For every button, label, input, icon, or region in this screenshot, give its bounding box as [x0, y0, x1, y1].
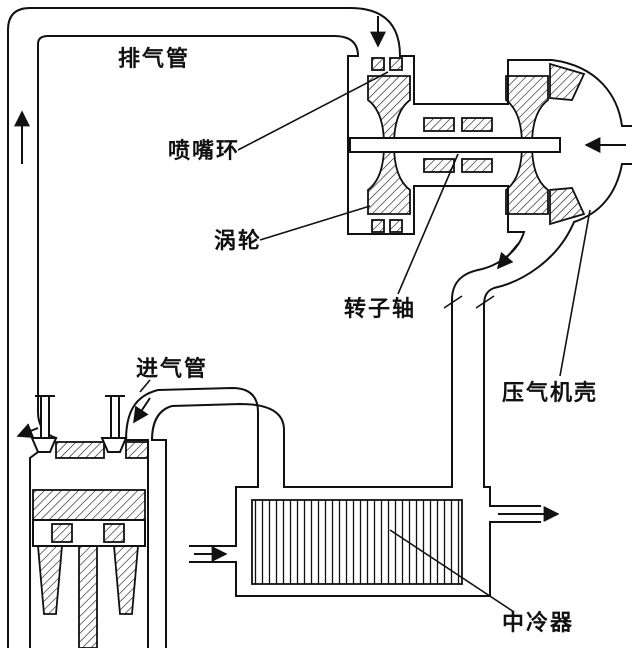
cylinder-wall-right: [125, 439, 167, 648]
bearing-block: [461, 158, 493, 173]
intercooler: [189, 486, 560, 597]
coolant-outlet-stub: [489, 505, 541, 523]
label-turbine: 涡轮: [214, 228, 262, 253]
compressor-housing-outlet-inner: [451, 185, 526, 488]
label-exhaust-pipe: 排气管: [118, 46, 190, 71]
label-nozzle-ring: 喷嘴环: [168, 138, 240, 163]
connecting-rod: [78, 545, 98, 648]
nozzle-ring-segment: [371, 219, 385, 233]
bearing-block: [423, 117, 455, 132]
bearing-block: [461, 117, 493, 132]
compressor-volute-section: [549, 62, 586, 101]
label-intercooler: 中冷器: [502, 610, 574, 635]
piston-pin-boss: [103, 523, 125, 543]
nozzle-ring-segment: [389, 219, 403, 233]
pipe-joint-tick: [475, 295, 495, 309]
engine-cylinder: [7, 395, 167, 648]
label-compressor-housing: 压气机壳: [502, 380, 598, 405]
label-intake-pipe: 进气管: [136, 356, 208, 381]
compressor-housing-top: [507, 59, 632, 127]
compressor-housing-leader: [559, 209, 591, 377]
rotor-shaft: [349, 137, 561, 153]
compressor-outlet-flow-arrow: [496, 243, 519, 270]
intake-valve-stem: [110, 395, 120, 439]
intake-pipe-leader: [139, 379, 151, 393]
turbine-housing: [347, 55, 415, 235]
exhaust-pipe: [7, 7, 402, 453]
bearing-housing: [349, 103, 561, 187]
intake-pipe: [124, 386, 285, 488]
rotor-shaft-leader: [397, 153, 459, 295]
label-rotor-shaft: 转子轴: [344, 296, 416, 321]
bearing-block: [423, 158, 455, 173]
intercooler-core: [251, 499, 463, 585]
piston-skirt: [37, 545, 63, 615]
leader-lines: [139, 71, 591, 613]
intake-valve-head: [100, 437, 128, 453]
nozzle-ring-leader: [237, 71, 389, 151]
compressor-housing-outlet-outer: [483, 163, 632, 488]
piston-pin-boss: [51, 523, 73, 543]
cylinder-head-section: [55, 441, 105, 459]
piston-skirt: [113, 545, 139, 615]
turbine-leader: [259, 205, 371, 241]
intercooler-shell: [235, 486, 491, 597]
exhaust-port-flow-arrow: [16, 423, 39, 439]
nozzle-ring-segment: [389, 57, 403, 71]
pipe-joint-tick: [443, 295, 463, 309]
intercooler-leader: [389, 529, 515, 613]
piston-pin-band: [32, 519, 146, 547]
labels: 排气管 喷嘴环 涡轮 转子轴 压气机壳 进气管 中冷器: [118, 46, 598, 635]
exhaust-valve-stem: [40, 395, 50, 439]
nozzle-ring-segment: [371, 57, 385, 71]
compressor-volute-section: [549, 187, 586, 226]
exhaust-valve-head: [30, 437, 58, 453]
cylinder-head-section: [125, 441, 149, 459]
intake-flow-arrow: [133, 397, 151, 424]
piston-crown: [32, 489, 146, 521]
